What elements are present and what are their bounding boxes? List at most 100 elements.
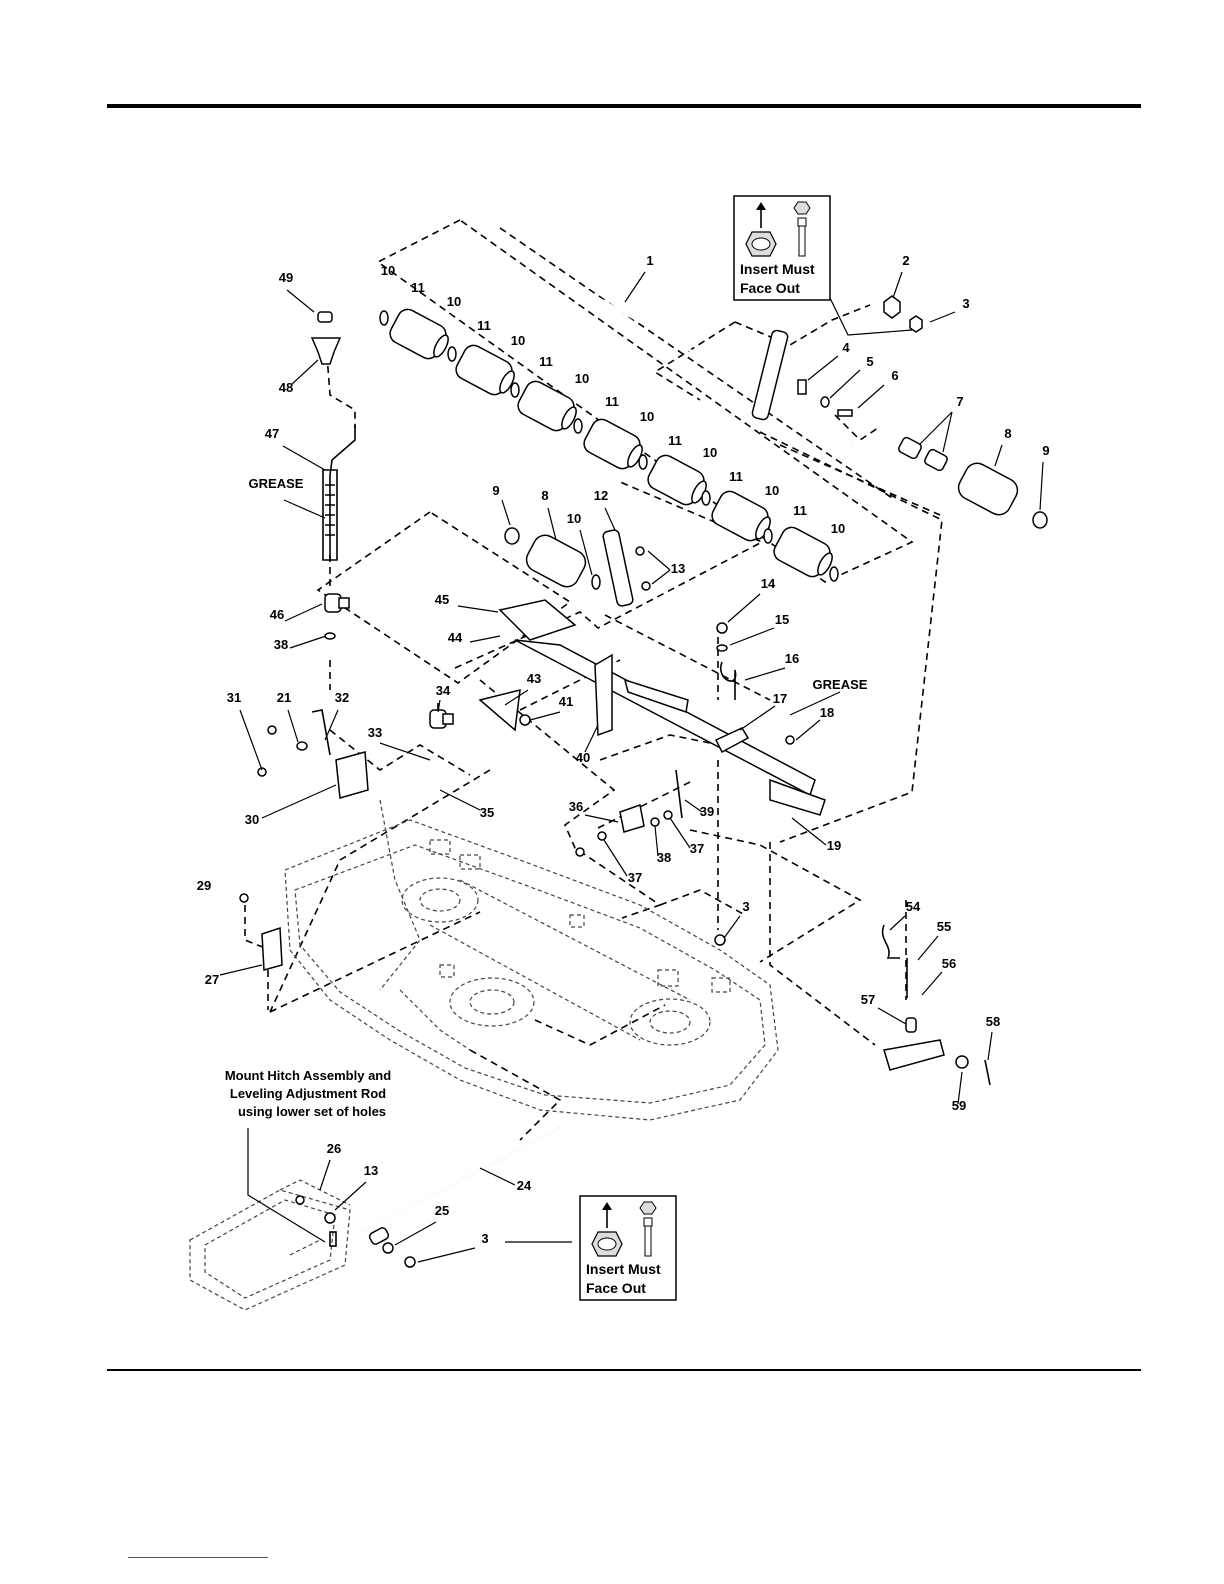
insert-box-line-2: Face Out (586, 1280, 646, 1296)
callout-4: 4 (842, 340, 850, 355)
callout-10: 10 (765, 483, 779, 498)
callout-30: 30 (245, 812, 259, 827)
callout-37: 37 (628, 870, 642, 885)
callout-15: 15 (775, 612, 789, 627)
callout-37: 37 (690, 841, 704, 856)
bolt-icon (639, 1201, 657, 1257)
callout-56: 56 (942, 956, 956, 971)
callout-11: 11 (539, 354, 553, 369)
left-parts (239, 311, 991, 1086)
leader-lines (219, 271, 1044, 1263)
exploded-view-frames (244, 219, 943, 1141)
callout-11: 11 (477, 318, 491, 333)
callout-10: 10 (640, 409, 654, 424)
locknut-icon (745, 202, 777, 257)
callout-11: 11 (668, 433, 682, 448)
roller-11 (583, 418, 643, 470)
callout-54: 54 (906, 899, 921, 914)
roller-11 (455, 344, 515, 396)
callout-16: 16 (785, 651, 799, 666)
callout-55: 55 (937, 919, 951, 934)
roller-assembly (379, 228, 1048, 590)
lift-linkage (478, 529, 826, 946)
callout-10: 10 (447, 294, 461, 309)
hitch-note: Mount Hitch Assembly and Leveling Adjust… (225, 1068, 391, 1119)
callout-3: 3 (962, 296, 969, 311)
roller-8-right (957, 462, 1019, 516)
callout-31: 31 (227, 690, 241, 705)
bolt-icon (793, 201, 811, 257)
callout-11: 11 (411, 280, 425, 295)
callout-24: 24 (517, 1178, 532, 1193)
callout-29: 29 (197, 878, 211, 893)
callout-2: 2 (902, 253, 909, 268)
callout-39: 39 (700, 804, 714, 819)
callout-26: 26 (327, 1141, 341, 1156)
callout-44: 44 (448, 630, 463, 645)
insert-box-line-2: Face Out (740, 280, 800, 296)
callout-10: 10 (703, 445, 717, 460)
insert-box-line-1: Insert Must (586, 1261, 661, 1277)
callout-10: 10 (511, 333, 525, 348)
callout-21: 21 (277, 690, 291, 705)
callout-11: 11 (605, 394, 619, 409)
callout-34: 34 (436, 683, 451, 698)
callout-12: 12 (594, 488, 608, 503)
callout-11: 11 (729, 469, 743, 484)
callout-13: 13 (671, 561, 685, 576)
locknut-icon (591, 1202, 623, 1257)
callout-10: 10 (831, 521, 845, 536)
callout-49: 49 (279, 270, 293, 285)
callout-3: 3 (481, 1231, 488, 1246)
callout-35: 35 (480, 805, 494, 820)
note-line-2: Leveling Adjustment Rod (230, 1086, 386, 1101)
callout-27: 27 (205, 972, 219, 987)
callout-41: 41 (559, 694, 573, 709)
callout-11: 11 (793, 503, 807, 518)
callout-47: 47 (265, 426, 279, 441)
callout-48: 48 (279, 380, 293, 395)
callout-8: 8 (541, 488, 548, 503)
callout-6: 6 (891, 368, 898, 383)
callout-40: 40 (576, 750, 590, 765)
roller-11 (711, 490, 771, 542)
callout-38: 38 (274, 637, 288, 652)
callout-57: 57 (861, 992, 875, 1007)
callout-8: 8 (1004, 426, 1011, 441)
callout-25: 25 (435, 1203, 449, 1218)
insert-box-line-1: Insert Must (740, 261, 815, 277)
callout-59: 59 (952, 1098, 966, 1113)
grease-label: GREASE (249, 476, 304, 491)
callout-13: 13 (364, 1163, 378, 1178)
callout-3: 3 (742, 899, 749, 914)
hitch-assembly (189, 1127, 561, 1311)
bottom-rule (107, 1369, 1141, 1371)
callout-14: 14 (761, 576, 776, 591)
note-line-3: using lower set of holes (238, 1104, 386, 1119)
callout-19: 19 (827, 838, 841, 853)
callout-1: 1 (646, 253, 653, 268)
roller-11 (647, 454, 707, 506)
top-rule (107, 104, 1141, 108)
callout-46: 46 (270, 607, 284, 622)
callout-43: 43 (527, 671, 541, 686)
callout-32: 32 (335, 690, 349, 705)
callout-7: 7 (956, 394, 963, 409)
callout-36: 36 (569, 799, 583, 814)
callout-33: 33 (368, 725, 382, 740)
roller-11 (389, 308, 449, 360)
callout-45: 45 (435, 592, 449, 607)
callout-38: 38 (657, 850, 671, 865)
footer-link-underline[interactable] (128, 1557, 268, 1558)
callout-5: 5 (866, 354, 873, 369)
callout-58: 58 (986, 1014, 1000, 1029)
callout-9: 9 (492, 483, 499, 498)
callout-10: 10 (575, 371, 589, 386)
callout-17: 17 (773, 691, 787, 706)
